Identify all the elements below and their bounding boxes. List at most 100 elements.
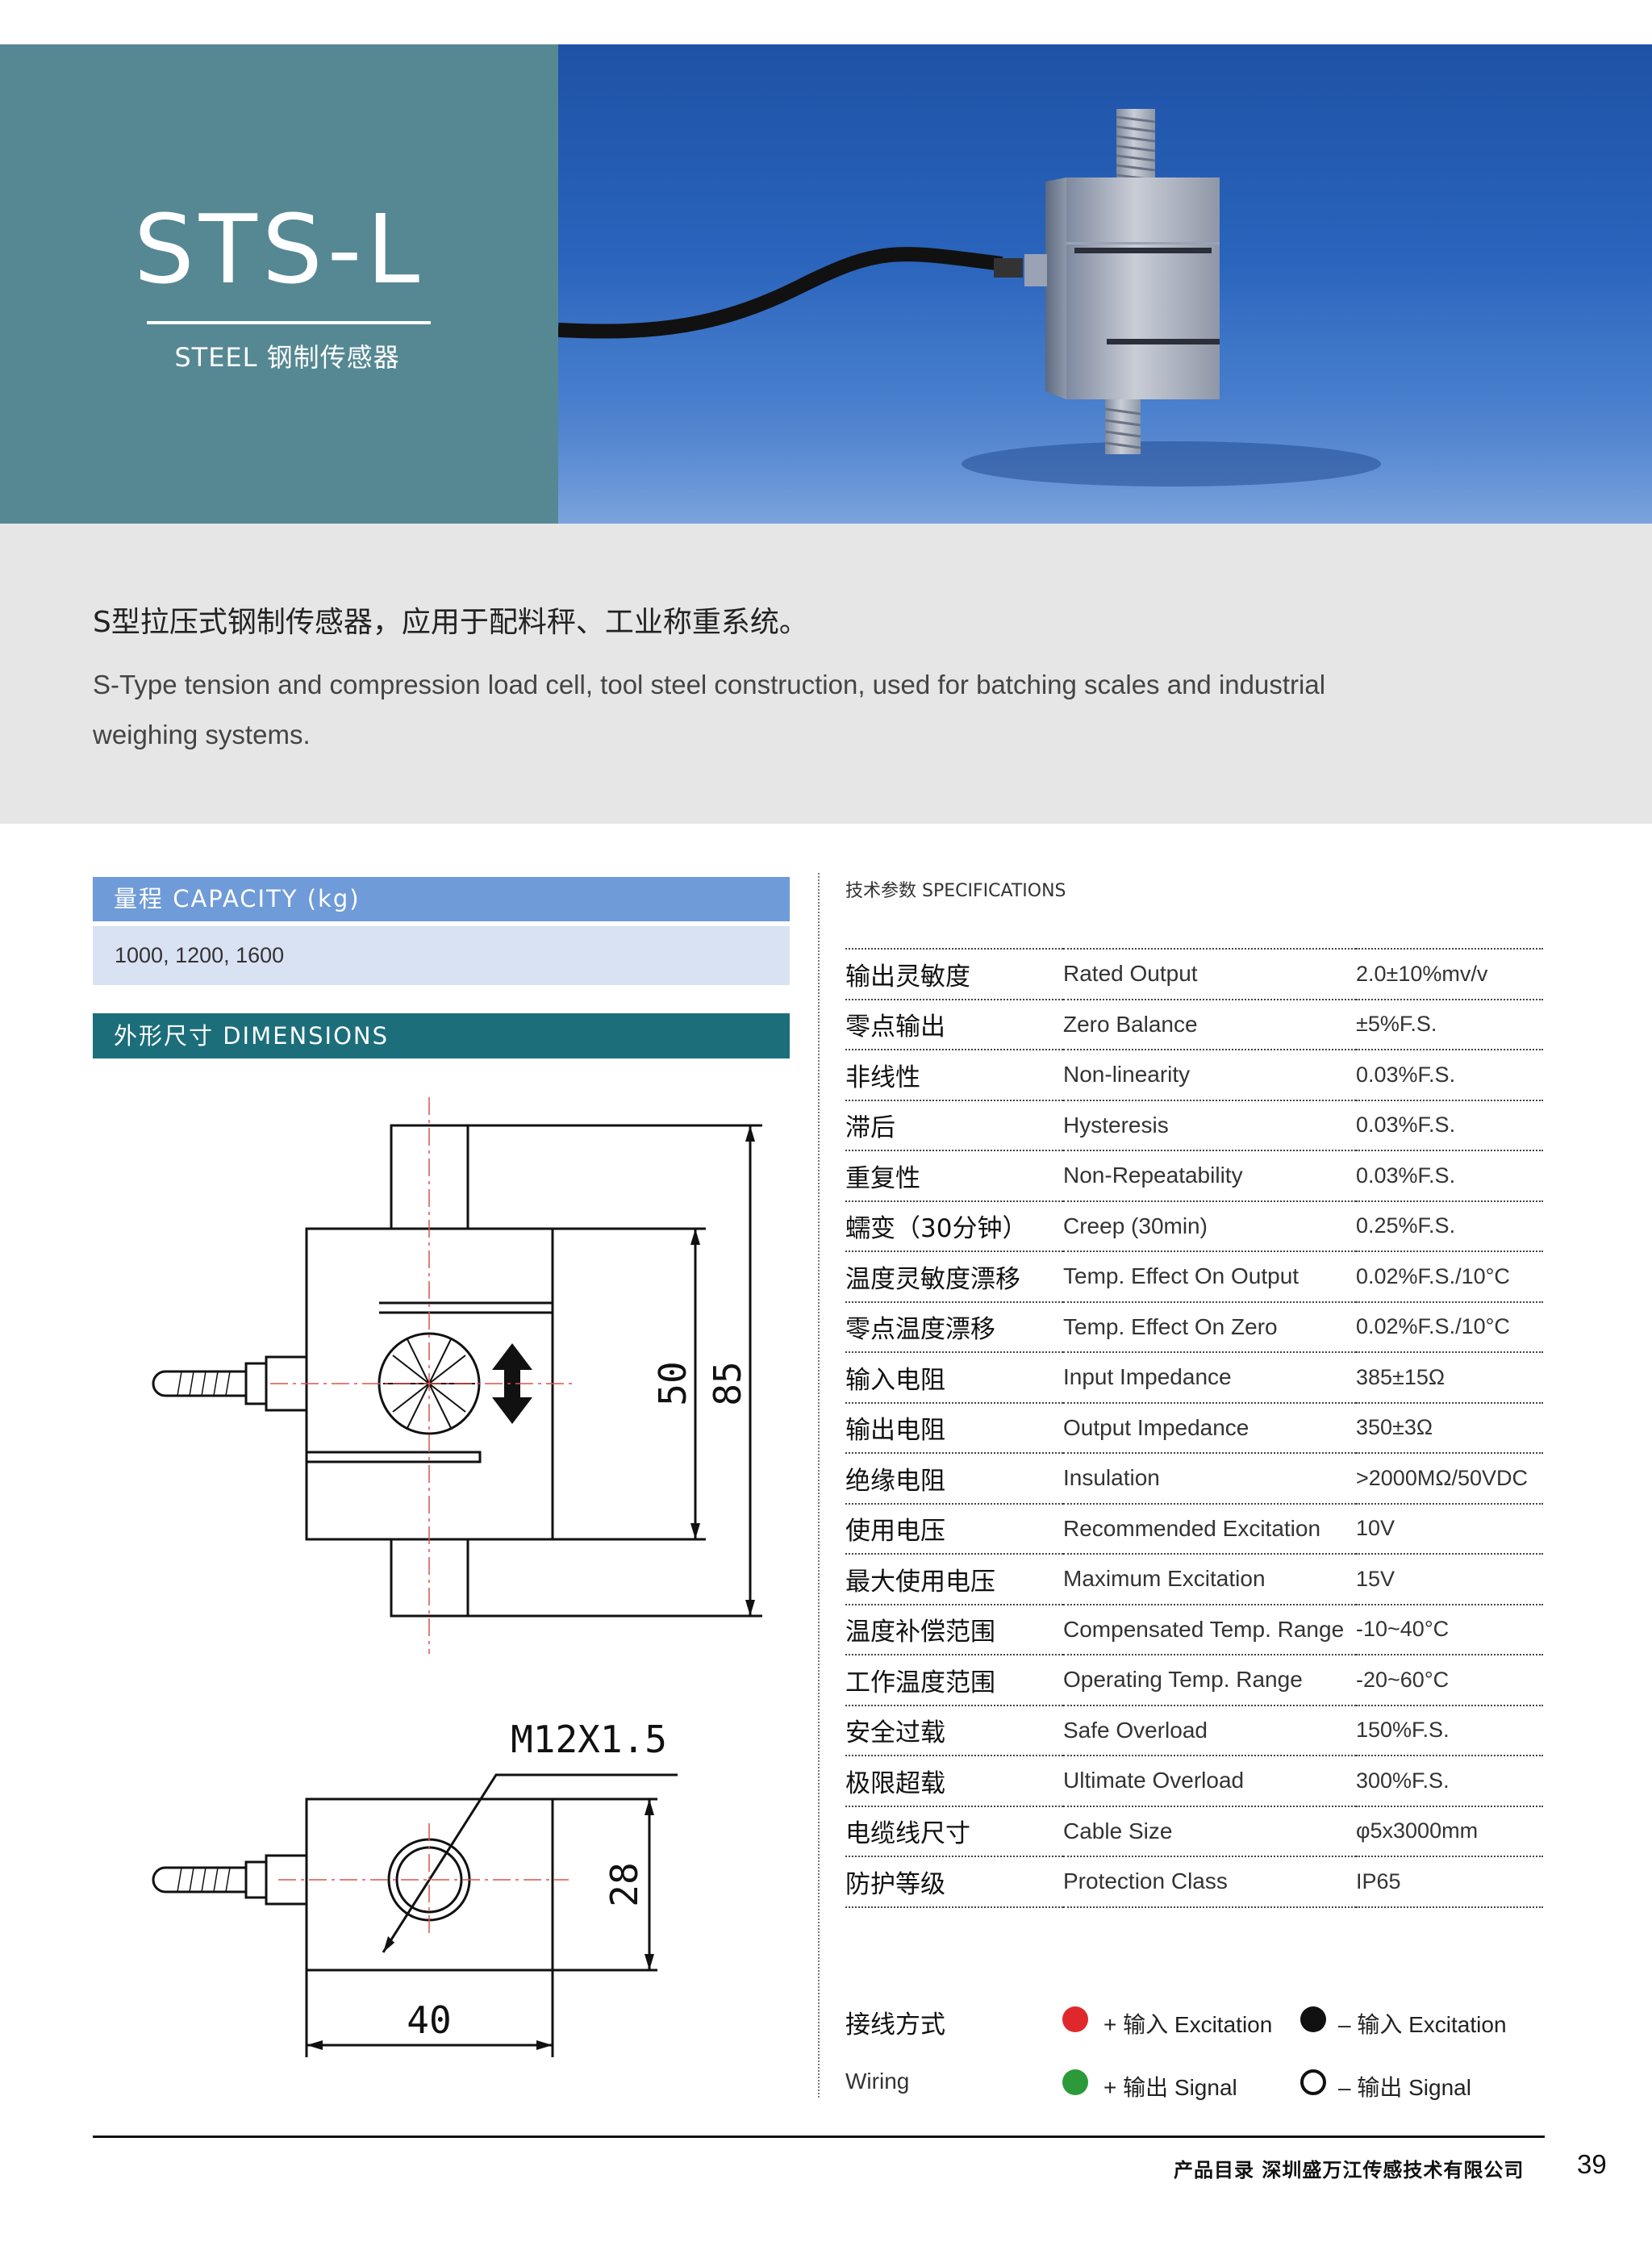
spec-value: 385±15Ω <box>1356 1351 1543 1403</box>
spec-name-cn: 重复性 <box>845 1150 1063 1201</box>
description-band <box>0 524 1652 824</box>
spec-name-cn: 输出灵敏度 <box>845 948 1063 1000</box>
spec-name-en: Maximum Excitation <box>1063 1553 1356 1605</box>
wire-dot-green <box>1062 2069 1088 2095</box>
dimension-28-label: 28 <box>603 1862 646 1906</box>
capacity-values-box: 1000, 1200, 1600 <box>93 926 790 985</box>
spec-name-cn: 极限超载 <box>845 1755 1063 1806</box>
description-english: S-Type tension and compression load cell… <box>93 670 1326 749</box>
description-chinese: S型拉压式钢制传感器，应用于配料秤、工业称重系统。 <box>93 606 808 639</box>
wire-label-signal-plus: + 输出 Signal <box>1103 2075 1237 2100</box>
spec-name-en: Non-linearity <box>1063 1049 1356 1100</box>
spec-name-cn: 输出电阻 <box>845 1401 1063 1453</box>
spec-name-cn: 零点温度漂移 <box>845 1301 1063 1352</box>
spec-value: 0.03%F.S. <box>1356 1099 1543 1150</box>
dimension-drawing: 50 85 M12X1.5 28 40 <box>152 1097 762 2057</box>
spec-value: 15V <box>1356 1553 1543 1605</box>
spec-row: 蠕变（30分钟）Creep (30min)0.25%F.S. <box>845 1200 1543 1251</box>
spec-name-en: Safe Overload <box>1063 1704 1356 1756</box>
product-subtitle: STEEL 钢制传感器 <box>174 342 400 373</box>
wire-dot-black <box>1300 2006 1326 2032</box>
spec-name-cn: 安全过载 <box>845 1704 1063 1756</box>
spec-divider <box>818 873 820 2098</box>
spec-value: 2.0±10%mv/v <box>1356 948 1543 1000</box>
spec-name-en: Temp. Effect On Zero <box>1063 1301 1356 1352</box>
spec-name-cn: 温度灵敏度漂移 <box>845 1250 1063 1302</box>
spec-name-en: Non-Repeatability <box>1063 1150 1356 1201</box>
wire-label-excitation-plus: + 输入 Excitation <box>1103 2012 1273 2037</box>
spec-name-en: Insulation <box>1063 1452 1356 1504</box>
spec-name-en: Input Impedance <box>1063 1351 1356 1403</box>
thread-size-label: M12X1.5 <box>511 1718 667 1761</box>
product-title: STS-L <box>133 194 425 305</box>
wire-dot-red <box>1062 2006 1088 2032</box>
spec-name-en: Creep (30min) <box>1063 1200 1356 1251</box>
wiring-label-en: Wiring <box>845 2069 910 2094</box>
spec-name-cn: 工作温度范围 <box>845 1654 1063 1706</box>
spec-value: >2000MΩ/50VDC <box>1356 1452 1543 1504</box>
spec-name-cn: 防护等级 <box>845 1856 1063 1908</box>
spec-name-en: Ultimate Overload <box>1063 1755 1356 1806</box>
spec-value: 300%F.S. <box>1356 1755 1543 1806</box>
product-photo <box>558 44 1652 524</box>
wire-label-excitation-minus: – 输入 Excitation <box>1338 2012 1507 2037</box>
spec-name-cn: 滞后 <box>845 1099 1063 1150</box>
spec-value: 0.03%F.S. <box>1356 1049 1543 1100</box>
dimension-40-label: 40 <box>407 1998 451 2042</box>
wiring-label-cn: 接线方式 <box>845 2010 945 2040</box>
spec-name-en: Temp. Effect On Output <box>1063 1250 1356 1302</box>
wire-label-signal-minus: – 输出 Signal <box>1338 2075 1471 2100</box>
spec-name-cn: 绝缘电阻 <box>845 1452 1063 1504</box>
spec-value: 0.02%F.S./10°C <box>1356 1250 1543 1302</box>
wire-dot-white <box>1300 2069 1326 2095</box>
spec-name-cn: 使用电压 <box>845 1502 1063 1554</box>
dimension-85-label: 85 <box>706 1361 749 1405</box>
spec-value: 0.03%F.S. <box>1356 1150 1543 1201</box>
spec-name-en: Recommended Excitation <box>1063 1502 1356 1554</box>
spec-name-en: Cable Size <box>1063 1805 1356 1856</box>
spec-name-en: Compensated Temp. Range <box>1063 1603 1356 1655</box>
spec-value: 0.02%F.S./10°C <box>1356 1301 1543 1352</box>
spec-name-cn: 零点输出 <box>845 998 1063 1050</box>
spec-name-cn: 电缆线尺寸 <box>845 1805 1063 1856</box>
spec-name-en: Output Impedance <box>1063 1401 1356 1453</box>
dimensions-header: 外形尺寸 DIMENSIONS <box>93 1013 790 1058</box>
spec-value: 10V <box>1356 1502 1543 1554</box>
header-panel <box>0 44 558 524</box>
spec-name-en: Zero Balance <box>1063 998 1356 1050</box>
title-underline <box>147 321 431 324</box>
spec-name-cn: 最大使用电压 <box>845 1553 1063 1605</box>
spec-value: IP65 <box>1356 1856 1543 1908</box>
spec-value: 350±3Ω <box>1356 1401 1543 1453</box>
spec-name-cn: 蠕变（30分钟） <box>845 1200 1063 1251</box>
spec-name-en: Operating Temp. Range <box>1063 1654 1356 1706</box>
capacity-label: 量程 CAPACITY (kg) <box>114 885 361 912</box>
spec-name-cn: 输入电阻 <box>845 1351 1063 1403</box>
spec-name-en: Hysteresis <box>1063 1099 1356 1150</box>
capacity-values: 1000, 1200, 1600 <box>115 943 285 967</box>
load-cell-illustration <box>558 109 1652 524</box>
spec-value: 150%F.S. <box>1356 1704 1543 1756</box>
footer-rule <box>93 2136 1545 2138</box>
dimension-50-label: 50 <box>651 1361 695 1405</box>
spec-value: -10~40°C <box>1356 1603 1543 1655</box>
spec-name-en: Rated Output <box>1063 948 1356 1000</box>
spec-value: φ5x3000mm <box>1356 1805 1543 1856</box>
dimensions-label: 外形尺寸 DIMENSIONS <box>114 1022 390 1050</box>
spec-title: 技术参数 SPECIFICATIONS <box>845 881 1066 901</box>
spec-value: 0.25%F.S. <box>1356 1200 1543 1251</box>
spec-name-cn: 非线性 <box>845 1049 1063 1100</box>
spec-name-cn: 温度补偿范围 <box>845 1603 1063 1655</box>
